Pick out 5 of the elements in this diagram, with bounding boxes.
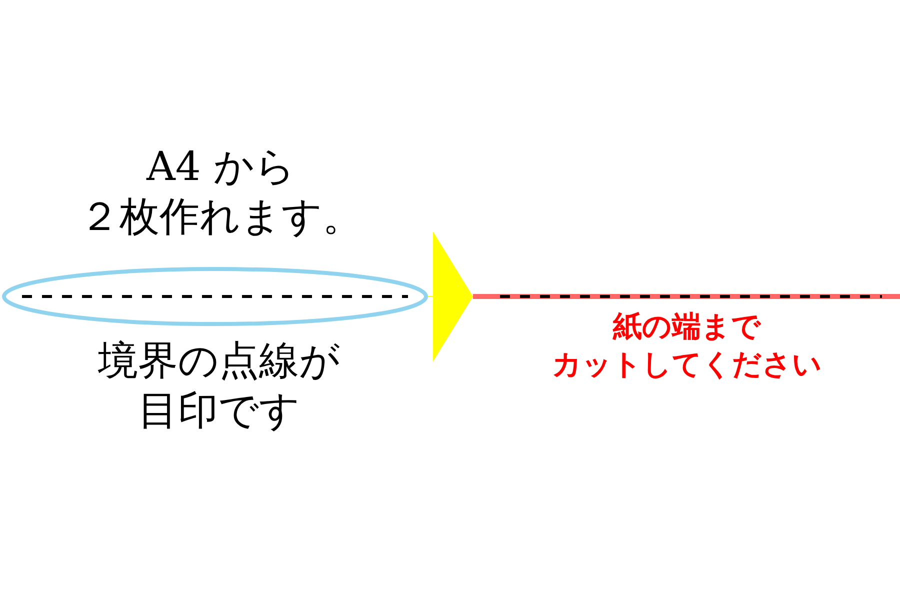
cut-line-bar — [473, 294, 900, 299]
instruction-text: 紙の端までカットしてください — [551, 308, 823, 383]
caption-text: 境界の点線が目印です — [97, 337, 341, 436]
arrow — [428, 232, 474, 362]
note-text: A4 から２枚作れます。 — [78, 143, 364, 242]
